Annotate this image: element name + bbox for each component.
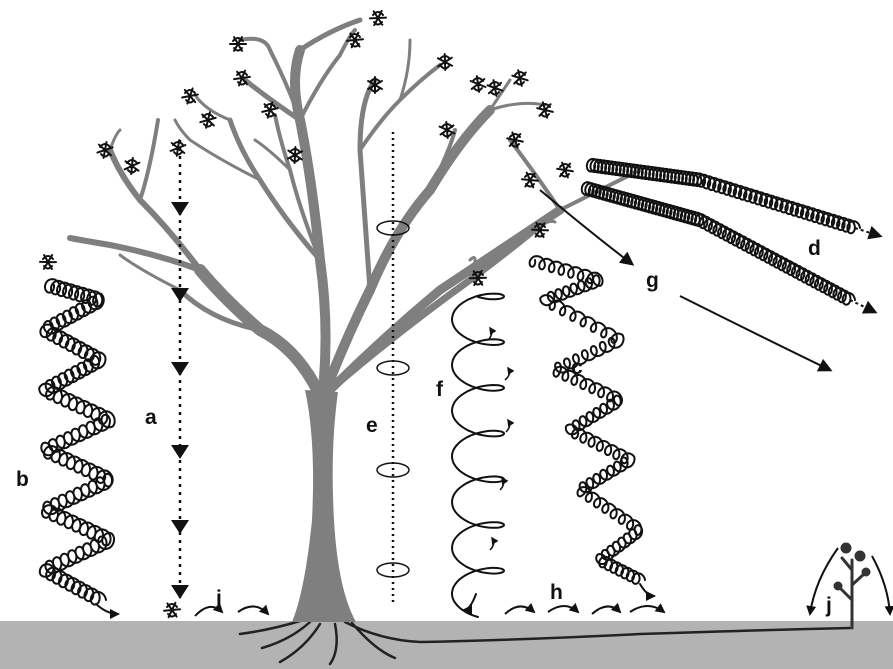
label-i: i bbox=[216, 587, 222, 610]
seed-icon bbox=[557, 163, 573, 178]
trajectory-e-dotted bbox=[377, 132, 409, 605]
seed-icon bbox=[438, 54, 452, 70]
seed-icon bbox=[512, 70, 527, 86]
label-g: g bbox=[646, 269, 659, 292]
seed-icon bbox=[471, 76, 486, 92]
label-e: e bbox=[366, 414, 378, 437]
ground bbox=[0, 621, 893, 669]
trajectory-a-arrows bbox=[171, 140, 189, 599]
trajectory-b-end-arrow bbox=[96, 604, 118, 614]
trajectory-f-end-arrow bbox=[464, 594, 476, 610]
label-j: j bbox=[825, 594, 832, 617]
diagram-labels: a b c d e f g h i j bbox=[16, 237, 832, 617]
seed-icon bbox=[288, 147, 302, 163]
tree bbox=[70, 20, 640, 622]
seed-icon bbox=[370, 11, 386, 25]
trajectory-c-coil bbox=[530, 256, 645, 584]
seed-icon bbox=[171, 140, 186, 156]
seed-clusters bbox=[40, 11, 573, 617]
seed-icon bbox=[40, 255, 56, 269]
seedling-arrows bbox=[810, 548, 890, 614]
seed-icon bbox=[164, 603, 180, 617]
trajectory-b-coil bbox=[39, 279, 115, 604]
label-h: h bbox=[550, 581, 563, 604]
seedling-icon bbox=[835, 544, 869, 628]
trajectory-f-helix bbox=[452, 294, 504, 617]
label-f: f bbox=[436, 378, 444, 401]
trajectory-f-rotation-arrows bbox=[488, 328, 510, 550]
label-a: a bbox=[145, 406, 157, 429]
seed-icon bbox=[200, 112, 215, 128]
label-c: c bbox=[571, 356, 583, 379]
label-d: d bbox=[808, 237, 821, 260]
label-b: b bbox=[16, 468, 29, 491]
secondary-hop-arrows bbox=[195, 606, 664, 616]
seed-icon bbox=[125, 158, 140, 174]
trajectory-c-end-arrow bbox=[640, 584, 654, 596]
